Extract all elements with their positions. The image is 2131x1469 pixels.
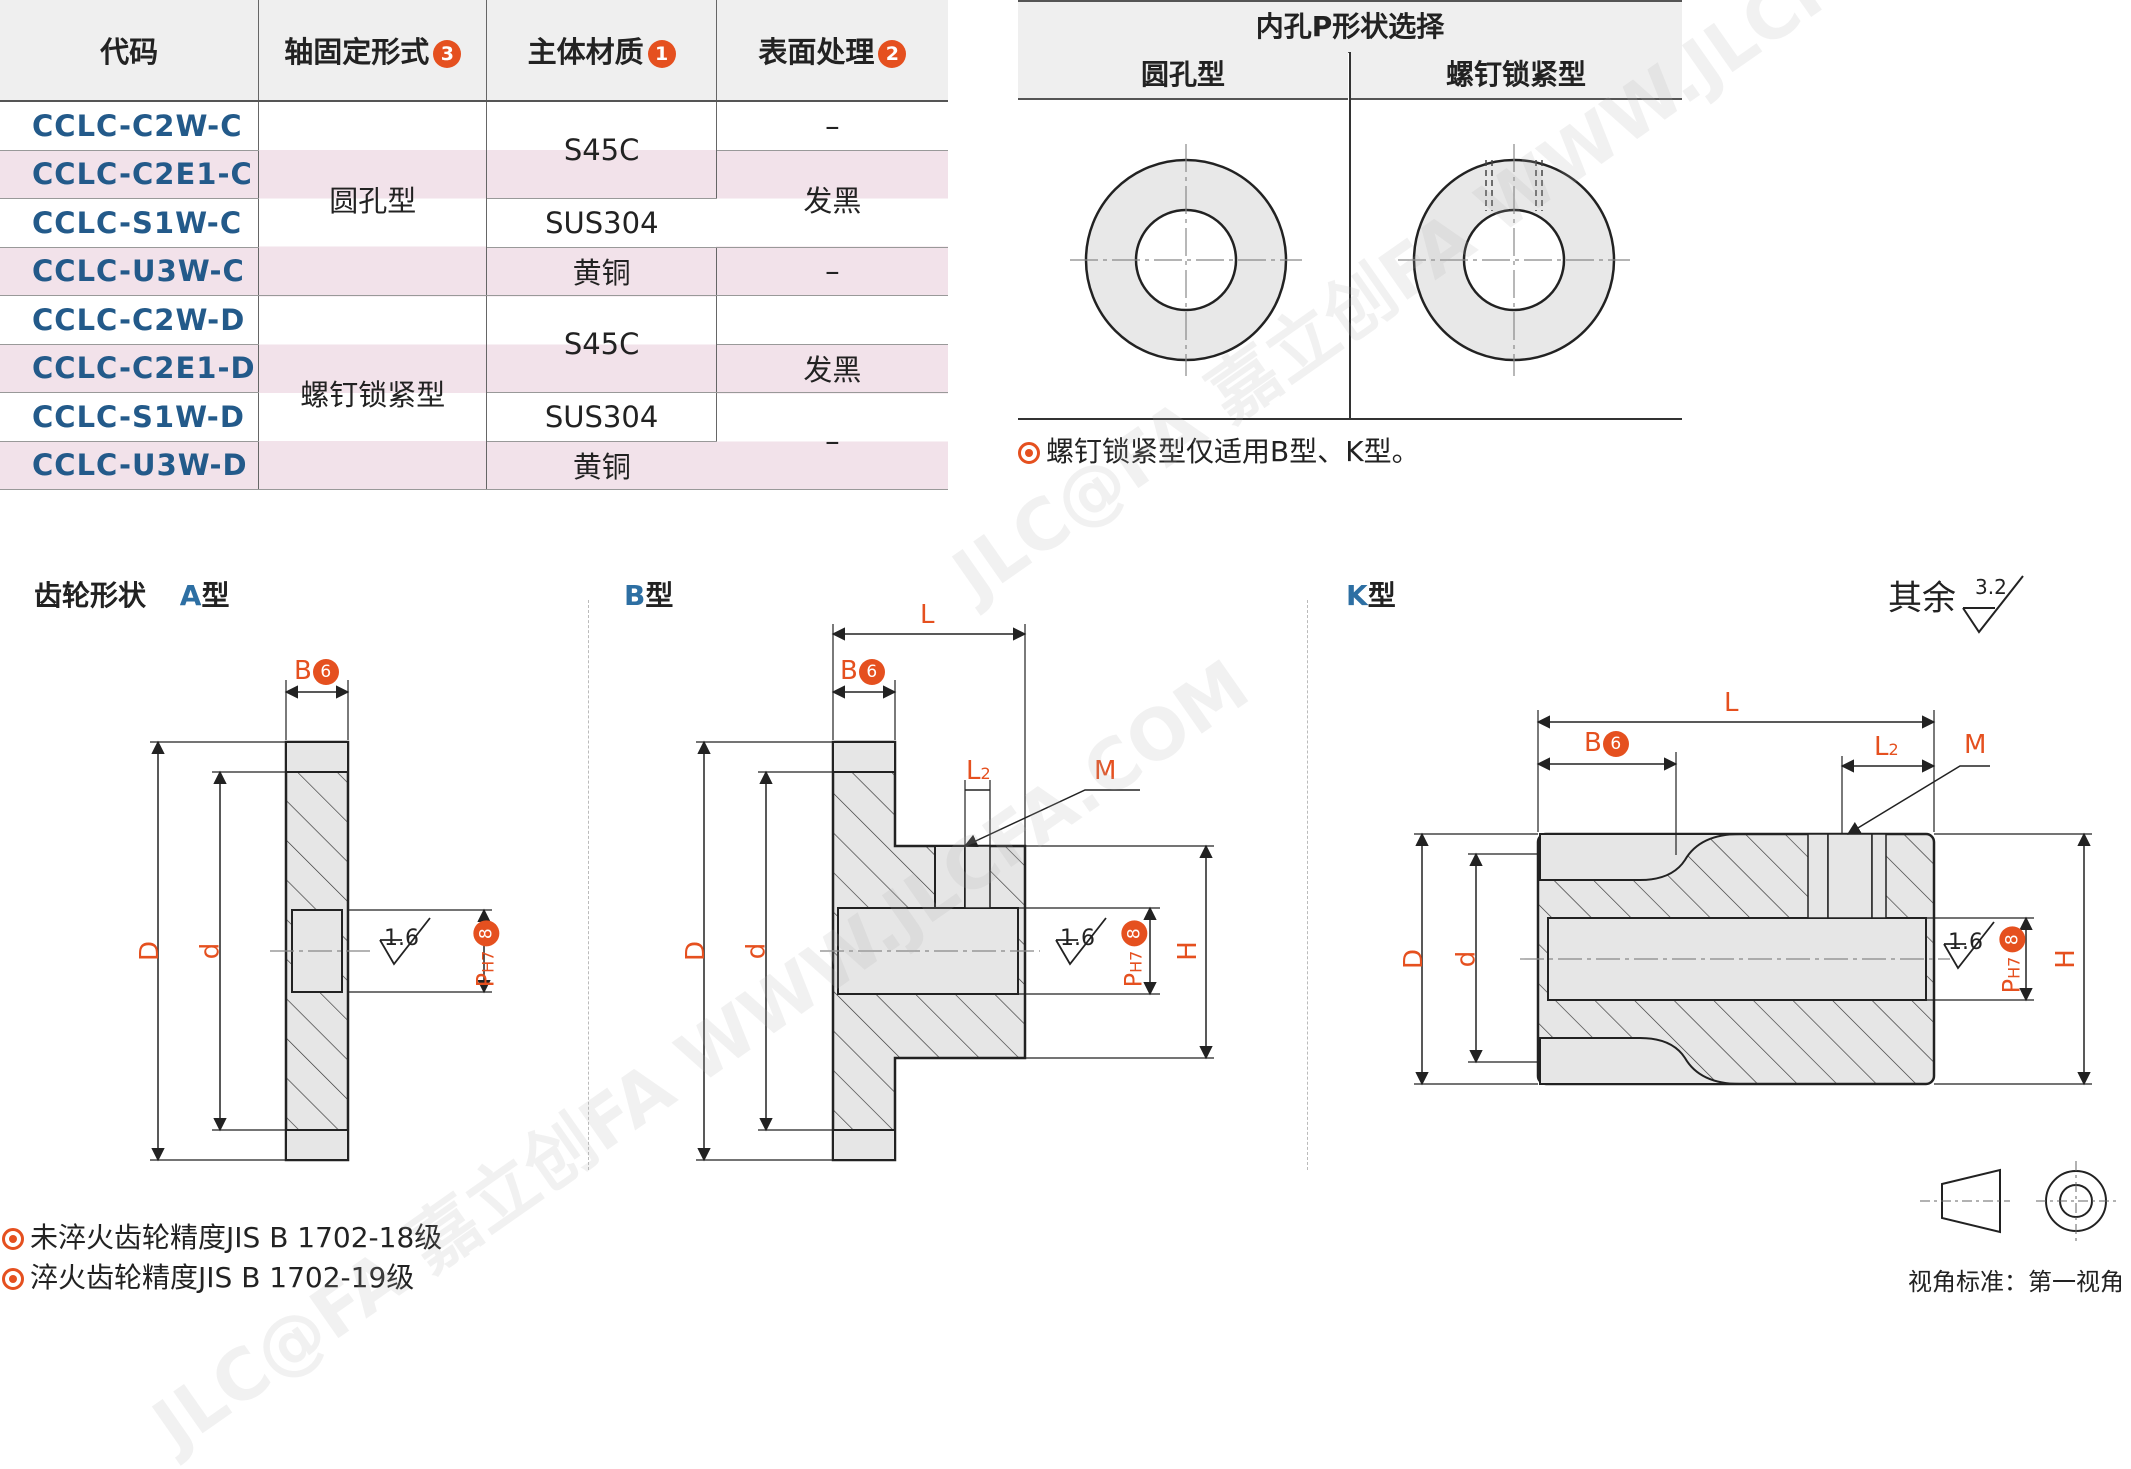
hole-shape-table: 内孔P形状选择 圆孔型 螺钉锁紧型 [1018, 0, 1682, 420]
header-code: 代码 [0, 0, 260, 102]
dim-d-inner-a: d [195, 942, 226, 960]
surface-cell: 发黑 [716, 150, 948, 248]
hole-col-divider [1349, 52, 1351, 418]
table-row: CCLC-U3W-D 黄铜 [0, 441, 948, 490]
type-k-drawing [1414, 710, 2092, 1086]
surface-cell: – [716, 101, 948, 151]
surface-cell: – [716, 247, 948, 296]
code-cell: CCLC-S1W-D [0, 392, 260, 442]
table-row: CCLC-C2W-D 螺钉锁紧型 S45C [0, 295, 948, 490]
divider-line [1307, 600, 1308, 1170]
table-row: CCLC-S1W-D SUS304 – [0, 392, 948, 490]
table-row: CCLC-C2W-C 圆孔型 S45C – [0, 101, 948, 296]
code-cell: CCLC-C2W-D [0, 295, 260, 345]
surface-cell [716, 295, 948, 345]
material-cell: SUS304 [486, 198, 717, 248]
table-row: CCLC-S1W-C SUS304 [0, 198, 948, 248]
gear-shape-title: 齿轮形状 A型 [34, 579, 230, 612]
surface-cell: – [716, 392, 948, 490]
dim-l-b: L [920, 600, 935, 630]
type-a-letter: A [179, 579, 202, 612]
shaft-cell: 圆孔型 [258, 101, 488, 296]
bullet-icon [2, 1228, 24, 1250]
code-cell: CCLC-C2E1-C [0, 150, 260, 199]
dim-d-outer-a: D [135, 940, 166, 962]
note-unhardened: 未淬火齿轮精度JIS B 1702-18级 [2, 1216, 442, 1256]
roughness-k: 1.6 [1948, 930, 1983, 955]
view-standard: 视角标准：第一视角 [1908, 1268, 2124, 1296]
hole-table-bottom [1018, 418, 1682, 420]
table-row: CCLC-C2E1-D 发黑 [0, 344, 948, 393]
num-badge: 2 [878, 40, 907, 68]
material-cell: S45C [486, 295, 717, 393]
roughness-symbol-icon: 3.2 [1962, 575, 2024, 634]
type-k-title: K型 [1346, 579, 1396, 612]
code-cell: CCLC-C2W-C [0, 101, 260, 151]
divider-line [588, 600, 589, 1170]
hole-col-screw: 螺钉锁紧型 [1350, 52, 1682, 100]
table-row: CCLC-C2E1-C 发黑 [0, 150, 948, 248]
svg-text:3.2: 3.2 [1975, 575, 2007, 599]
type-a-drawing [150, 680, 492, 1162]
dim-p-label-b: PH78 [1119, 920, 1148, 987]
dim-d-outer-k: D [1399, 948, 1430, 970]
num-badge: 1 [647, 40, 676, 68]
dim-l-k: L [1724, 688, 1739, 718]
bullet-icon [1018, 442, 1040, 464]
dim-l2-b: L2 [966, 756, 991, 786]
hole-drawings [1070, 144, 1630, 376]
roughness-a: 1.6 [384, 926, 419, 951]
dim-m-b: M [1094, 756, 1117, 786]
material-cell: 黄铜 [486, 247, 717, 296]
bullet-icon [2, 1268, 24, 1290]
hole-table-title: 内孔P形状选择 [1018, 0, 1682, 53]
type-b-title: B型 [624, 579, 674, 612]
other-roughness: 其余 3.2 [1888, 570, 2029, 640]
num-badge: 3 [433, 40, 462, 68]
material-cell: SUS304 [486, 392, 717, 442]
material-cell: 黄铜 [486, 441, 717, 490]
hole-note: 螺钉锁紧型仅适用B型、K型。 [1018, 430, 1420, 470]
table-row: CCLC-U3W-C 黄铜 – [0, 247, 948, 296]
dim-d-outer-b: D [681, 940, 712, 962]
roughness-b: 1.6 [1060, 926, 1095, 951]
dim-l2-k: L2 [1874, 732, 1899, 762]
code-cell: CCLC-S1W-C [0, 198, 260, 248]
surface-cell: 发黑 [716, 344, 948, 393]
round-hole-drawing [1070, 144, 1302, 376]
shaft-cell: 螺钉锁紧型 [258, 295, 488, 490]
dim-h-k: H [2050, 949, 2081, 969]
dim-p-label-k: PH78 [1997, 926, 2026, 993]
first-angle-projection-icon [1920, 1161, 2116, 1241]
screw-hole-drawing [1398, 144, 1630, 376]
hole-col-round: 圆孔型 [1018, 52, 1348, 100]
code-cell: CCLC-U3W-D [0, 441, 260, 490]
watermark: JLC@FA 嘉立创FA WWW.JLCFA.COM [138, 644, 1264, 1466]
material-cell: S45C [486, 101, 717, 199]
note-hardened: 淬火齿轮精度JIS B 1702-19级 [2, 1256, 414, 1296]
code-cell: CCLC-U3W-C [0, 247, 260, 296]
dim-m-k: M [1964, 730, 1987, 760]
dim-h-b: H [1172, 941, 1203, 961]
dim-p-label-a: PH78 [471, 920, 500, 987]
dim-d-inner-k: d [1451, 950, 1482, 968]
code-cell: CCLC-C2E1-D [0, 344, 260, 393]
